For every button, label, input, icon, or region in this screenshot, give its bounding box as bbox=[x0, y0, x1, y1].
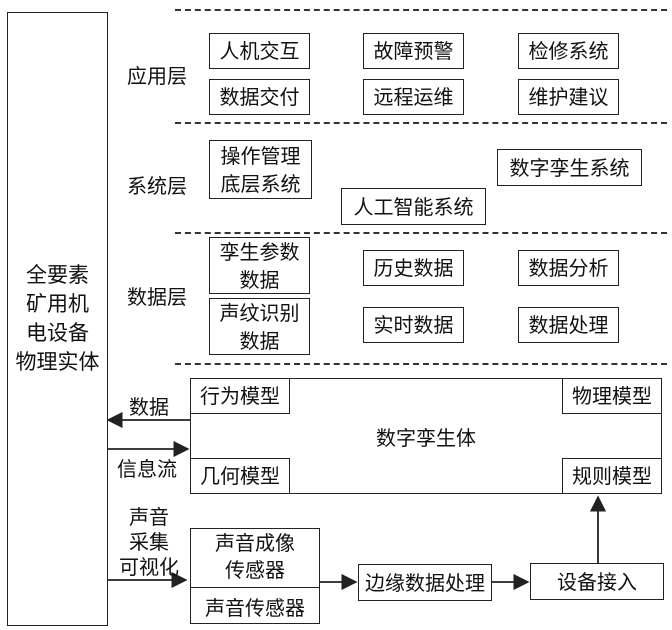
sound-label-line: 可视化 bbox=[119, 555, 179, 579]
box-line: 操作管理 bbox=[220, 143, 301, 168]
box-line: 声纹识别 bbox=[219, 300, 300, 325]
box-line: 孪生参数 bbox=[219, 239, 300, 264]
app-box-fault-warning: 故障预警 bbox=[363, 33, 464, 69]
physical-entity-box: 全要素 矿用机 电设备 物理实体 bbox=[7, 12, 108, 626]
sensor-divider bbox=[190, 587, 320, 588]
entity-line: 物理实体 bbox=[15, 350, 100, 374]
box-line: 底层系统 bbox=[220, 171, 301, 196]
separator-application-system bbox=[175, 122, 667, 124]
separator-system-data bbox=[175, 232, 667, 234]
flow-label-info: 信息流 bbox=[117, 457, 177, 481]
system-box-ai-system: 人工智能系统 bbox=[341, 188, 486, 225]
data-box-history: 历史数据 bbox=[363, 250, 464, 286]
model-geometry: 几何模型 bbox=[190, 458, 290, 494]
application-layer-label: 应用层 bbox=[127, 64, 187, 88]
sensor-sound: 声音传感器 bbox=[205, 595, 305, 620]
sensor-group-box bbox=[190, 528, 320, 624]
box-line: 数据 bbox=[239, 328, 280, 353]
model-rule: 规则模型 bbox=[562, 458, 662, 494]
separator-data-twin bbox=[175, 363, 667, 365]
flow-label-sound: 声音 采集 可视化 bbox=[110, 505, 188, 580]
data-box-processing: 数据处理 bbox=[518, 307, 619, 343]
data-box-voiceprint: 声纹识别 数据 bbox=[209, 298, 310, 355]
system-layer-label: 系统层 bbox=[127, 174, 187, 198]
data-box-twin-params: 孪生参数 数据 bbox=[209, 237, 310, 294]
sensor-line: 声音成像 bbox=[215, 531, 295, 555]
data-layer-label: 数据层 bbox=[127, 285, 187, 309]
app-box-data-delivery: 数据交付 bbox=[209, 79, 310, 115]
app-box-remote-ops: 远程运维 bbox=[363, 79, 464, 115]
sound-label-line: 声音 bbox=[129, 505, 169, 529]
entity-line: 矿用机 bbox=[26, 292, 89, 316]
data-box-analysis: 数据分析 bbox=[518, 250, 619, 286]
entity-line: 全要素 bbox=[26, 263, 89, 287]
digital-twin-title: 数字孪生体 bbox=[376, 426, 476, 450]
app-box-maintenance-advice: 维护建议 bbox=[518, 79, 619, 115]
model-physical: 物理模型 bbox=[562, 378, 662, 414]
sensor-imaging: 声音成像 传感器 bbox=[190, 529, 320, 585]
device-access-box: 设备接入 bbox=[530, 563, 664, 600]
system-box-operation-management: 操作管理 底层系统 bbox=[209, 140, 312, 199]
flow-label-data: 数据 bbox=[129, 395, 169, 419]
app-box-maintenance-system: 检修系统 bbox=[518, 33, 619, 69]
data-box-realtime: 实时数据 bbox=[363, 307, 464, 343]
sensor-line: 传感器 bbox=[225, 558, 285, 582]
sound-label-line: 采集 bbox=[129, 530, 169, 554]
box-line: 数据 bbox=[239, 267, 280, 292]
system-box-digital-twin-system: 数字孪生系统 bbox=[497, 149, 642, 186]
entity-line: 电设备 bbox=[26, 321, 89, 345]
app-box-human-machine: 人机交互 bbox=[209, 33, 310, 69]
edge-processing-box: 边缘数据处理 bbox=[358, 564, 492, 601]
separator-top bbox=[175, 9, 667, 11]
model-behavior: 行为模型 bbox=[190, 378, 290, 414]
